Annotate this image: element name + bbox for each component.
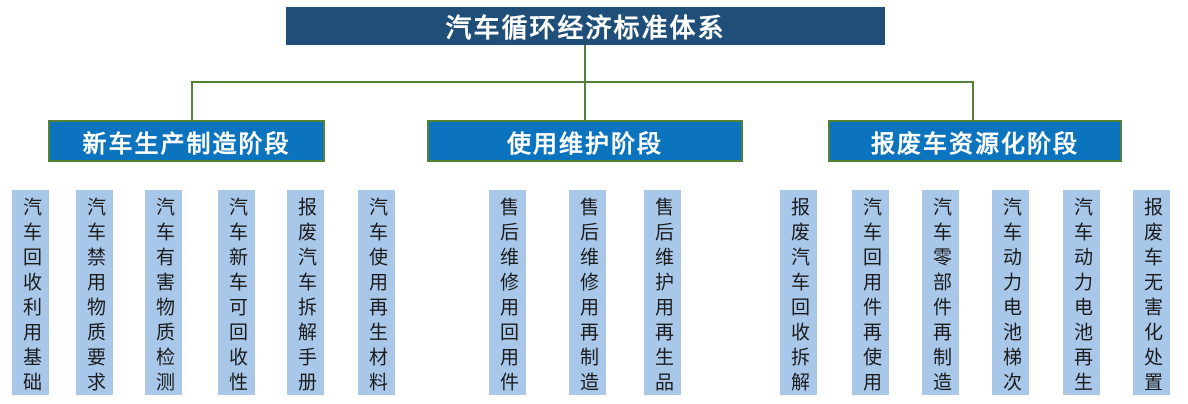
item-label: 汽车使用再生材料 (366, 197, 387, 397)
item-label: 汽车禁用物质要求 (84, 197, 105, 397)
item-box: 汽车零部件再制造 (922, 190, 959, 397)
item-box: 汽车回用件再使用 (852, 190, 889, 397)
item-label: 汽车回收利用基础 (20, 197, 41, 397)
item-label: 汽车回用件再使用 (860, 197, 881, 397)
item-label: 报废车无害化处置 (1141, 197, 1162, 397)
connector-root-stem (584, 45, 586, 83)
item-box: 报废汽车拆解手册 (287, 190, 324, 397)
item-box: 汽车动力电池梯次 (992, 190, 1029, 397)
root-node-title-box: 汽车循环经济标准体系 (286, 7, 885, 45)
item-box: 汽车使用再生材料 (358, 190, 395, 397)
item-label: 售后维护用再生品 (652, 197, 673, 397)
connector-drop-right (972, 81, 974, 120)
item-box: 售后维修用再制造 (569, 190, 606, 397)
item-box: 汽车禁用物质要求 (76, 190, 113, 397)
item-box: 售后维护用再生品 (644, 190, 681, 397)
stage-label: 新车生产制造阶段 (82, 130, 291, 158)
item-label: 报废汽车回收拆解 (788, 197, 809, 397)
item-box: 报废汽车回收拆解 (780, 190, 817, 397)
item-label: 汽车新车可回收性 (226, 197, 247, 397)
item-label: 汽车动力电池梯次 (1000, 197, 1021, 397)
item-label: 报废汽车拆解手册 (295, 197, 316, 397)
stage-label: 使用维护阶段 (507, 130, 663, 158)
item-label: 售后维修用回用件 (497, 197, 518, 397)
connector-drop-middle (584, 81, 586, 120)
connector-drop-left (191, 81, 193, 120)
stage-node-elv-recycling: 报废车资源化阶段 (828, 120, 1122, 162)
stage-node-new-car-production: 新车生产制造阶段 (48, 120, 325, 162)
item-label: 汽车零部件再制造 (930, 197, 951, 397)
item-box: 汽车新车可回收性 (218, 190, 255, 397)
item-label: 售后维修用再制造 (577, 197, 598, 397)
stage-node-use-maintenance: 使用维护阶段 (427, 120, 743, 162)
root-node-label: 汽车循环经济标准体系 (445, 12, 726, 43)
stage-label: 报废车资源化阶段 (871, 130, 1079, 158)
item-box: 汽车动力电池再生 (1063, 190, 1100, 397)
item-box: 汽车有害物质检测 (145, 190, 182, 397)
connector-horizontal-bar (191, 81, 974, 83)
item-box: 报废车无害化处置 (1133, 190, 1170, 397)
item-box: 售后维修用回用件 (489, 190, 526, 397)
item-label: 汽车动力电池再生 (1071, 197, 1092, 397)
item-label: 汽车有害物质检测 (153, 197, 174, 397)
item-box: 汽车回收利用基础 (12, 190, 49, 397)
